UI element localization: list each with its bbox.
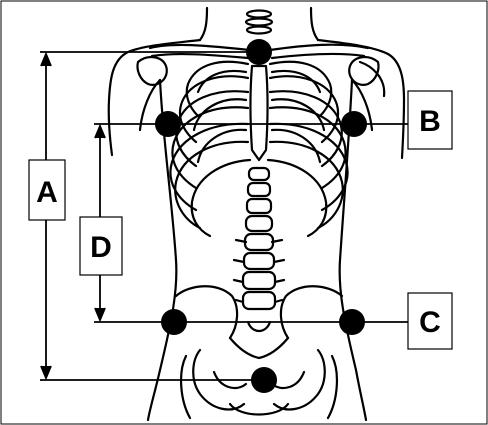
- label-b-text: B: [419, 105, 441, 138]
- label-d-text: D: [90, 231, 112, 264]
- label-a: A: [29, 160, 65, 220]
- label-d: D: [80, 217, 122, 275]
- point-right-hip: [339, 309, 365, 335]
- point-neck-base: [246, 39, 272, 65]
- label-a-text: A: [36, 176, 58, 209]
- point-left-chest: [155, 111, 181, 137]
- point-pubis: [251, 367, 277, 393]
- point-left-hip: [161, 309, 187, 335]
- label-b: B: [408, 91, 452, 149]
- point-right-chest: [341, 111, 367, 137]
- label-c-text: C: [419, 306, 441, 339]
- label-c: C: [408, 293, 452, 349]
